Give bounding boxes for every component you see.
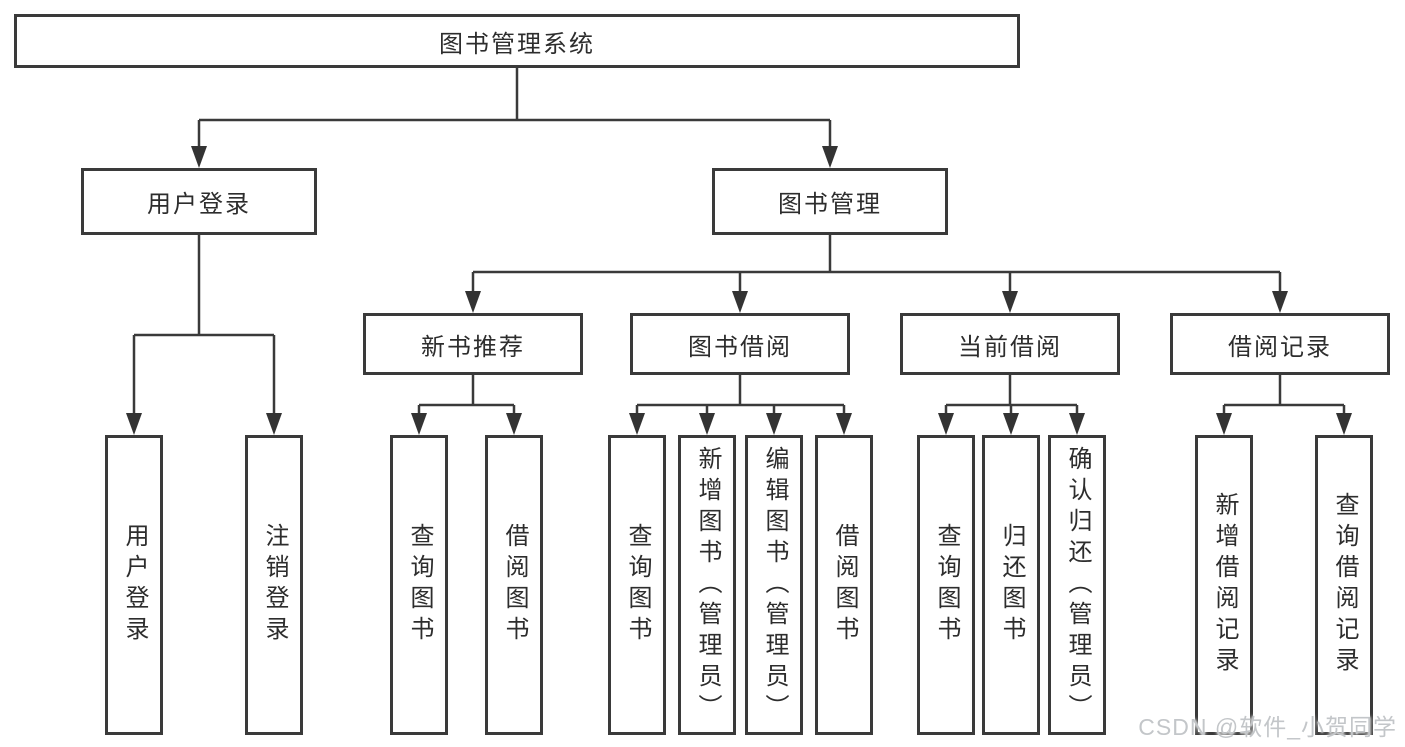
- node-label: 借阅图书: [831, 523, 858, 647]
- node-label: 图书借阅: [688, 333, 792, 361]
- edge-lines: [132, 68, 1346, 414]
- node-book-management: 图书管理: [712, 168, 948, 235]
- node-current-borrowing: 当前借阅: [900, 313, 1120, 375]
- node-label: 新书推荐: [421, 333, 525, 361]
- node-add-borrow-record: 新增借阅记录: [1195, 435, 1253, 735]
- node-add-books-admin: 新增图书（管理员）: [678, 435, 736, 735]
- node-label: 查询借阅记录: [1331, 492, 1358, 678]
- node-query-borrow-record: 查询借阅记录: [1315, 435, 1373, 735]
- node-confirm-return-admin: 确认归还（管理员）: [1048, 435, 1106, 735]
- node-label: 图书管理: [778, 191, 882, 218]
- node-label: 查询图书: [933, 523, 960, 647]
- node-user-login-leaf: 用户登录: [105, 435, 163, 735]
- node-return-books: 归还图书: [982, 435, 1040, 735]
- node-query-books: 查询图书: [608, 435, 666, 735]
- node-label: 新增借阅记录: [1211, 492, 1238, 678]
- node-query-books: 查询图书: [917, 435, 975, 735]
- node-label: 用户登录: [121, 523, 148, 647]
- node-label: 图书管理系统: [439, 30, 595, 58]
- node-label: 用户登录: [147, 191, 251, 218]
- node-book-borrowing: 图书借阅: [630, 313, 850, 375]
- node-label: 归还图书: [998, 523, 1025, 647]
- arrowheads: [126, 146, 1352, 435]
- node-label: 确认归还（管理员）: [1064, 445, 1091, 725]
- node-edit-books-admin: 编辑图书（管理员）: [745, 435, 803, 735]
- node-label: 查询图书: [624, 523, 651, 647]
- node-user-login: 用户登录: [81, 168, 317, 235]
- node-label: 查询图书: [406, 523, 433, 647]
- node-label: 注销登录: [261, 523, 288, 647]
- node-label: 编辑图书（管理员）: [761, 445, 788, 725]
- node-new-book-recommendation: 新书推荐: [363, 313, 583, 375]
- node-borrow-books: 借阅图书: [485, 435, 543, 735]
- node-logout: 注销登录: [245, 435, 303, 735]
- node-borrow-books: 借阅图书: [815, 435, 873, 735]
- node-query-books: 查询图书: [390, 435, 448, 735]
- node-library-management-system: 图书管理系统: [14, 14, 1020, 68]
- node-label: 借阅记录: [1228, 333, 1332, 361]
- node-borrowing-records: 借阅记录: [1170, 313, 1390, 375]
- node-label: 借阅图书: [501, 523, 528, 647]
- node-label: 新增图书（管理员）: [694, 445, 721, 725]
- node-label: 当前借阅: [958, 333, 1062, 361]
- csdn-watermark: CSDN @软件_小贺同学: [1138, 714, 1397, 740]
